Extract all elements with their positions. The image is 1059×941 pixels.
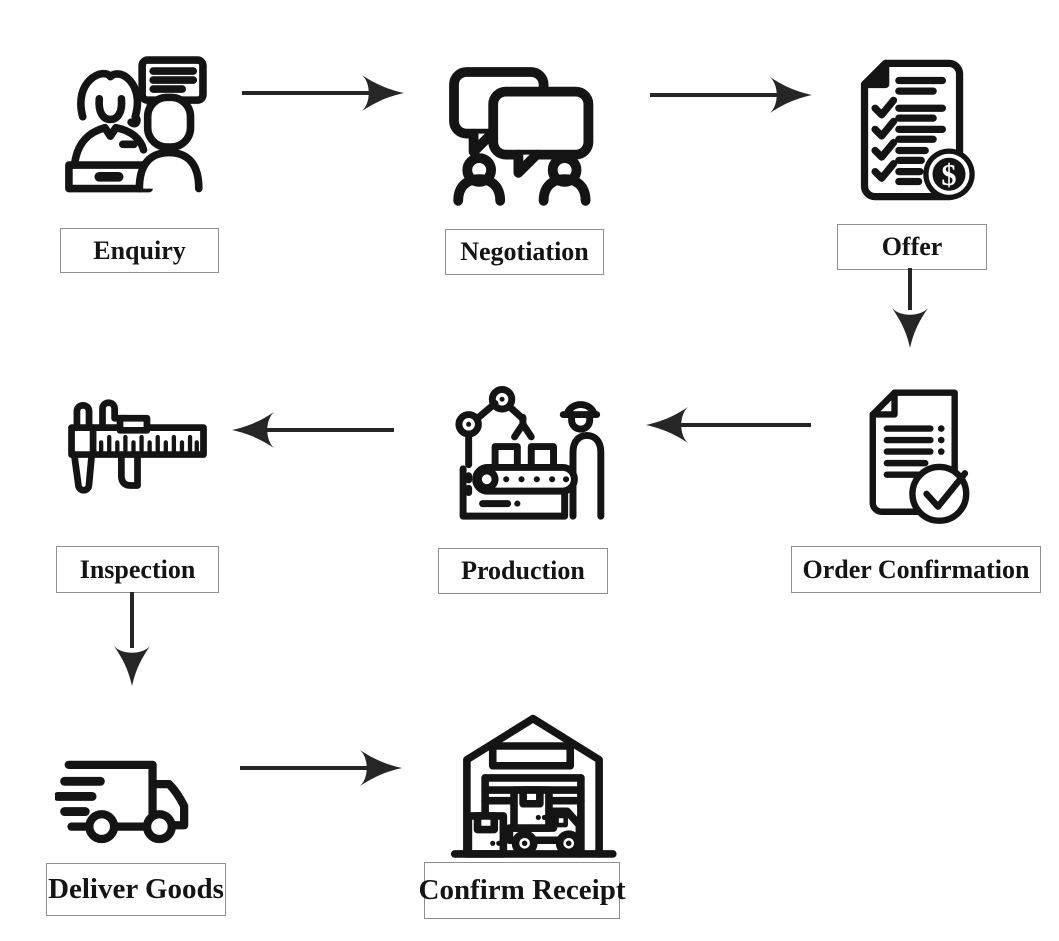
arrow-order-confirmation-to-production bbox=[638, 405, 813, 445]
node-label-offer: Offer bbox=[837, 224, 987, 270]
production-line-icon bbox=[445, 382, 605, 532]
node-label-negotiation: Negotiation bbox=[445, 229, 604, 275]
order-confirmation-label-text: Order Confirmation bbox=[802, 554, 1030, 584]
arrow-negotiation-to-offer bbox=[648, 75, 818, 115]
negotiation-chat-icon bbox=[447, 60, 601, 210]
node-label-deliver-goods: Deliver Goods bbox=[46, 863, 226, 916]
enquiry-label-text: Enquiry bbox=[93, 235, 186, 265]
node-label-enquiry: Enquiry bbox=[60, 228, 219, 273]
production-label-text: Production bbox=[461, 556, 585, 585]
inspection-label-text: Inspection bbox=[79, 554, 196, 584]
delivery-truck-icon bbox=[55, 750, 213, 858]
node-label-confirm-receipt: Confirm Receipt bbox=[419, 862, 625, 919]
node-label-production: Production bbox=[438, 548, 608, 594]
offer-document-dollar-icon: $ bbox=[850, 58, 982, 206]
caliper-icon bbox=[58, 398, 213, 499]
confirm-receipt-label-text: Confirm Receipt bbox=[418, 874, 626, 906]
arrow-enquiry-to-negotiation bbox=[240, 73, 410, 113]
order-confirmation-document-icon bbox=[851, 386, 979, 530]
deliver-goods-label-text: Deliver Goods bbox=[48, 873, 224, 905]
offer-label-text: Offer bbox=[881, 232, 943, 261]
arrow-offer-to-order-confirmation bbox=[890, 268, 930, 350]
negotiation-label-text: Negotiation bbox=[460, 237, 589, 266]
node-label-order-confirmation: Order Confirmation bbox=[791, 546, 1041, 593]
customer-service-icon bbox=[62, 50, 214, 200]
node-label-inspection: Inspection bbox=[56, 546, 219, 593]
arrow-deliver-goods-to-confirm-receipt bbox=[238, 748, 408, 788]
svg-text:$: $ bbox=[941, 158, 956, 192]
arrow-inspection-to-deliver-goods bbox=[112, 592, 152, 688]
warehouse-icon bbox=[443, 708, 623, 860]
arrow-production-to-inspection bbox=[224, 410, 396, 450]
